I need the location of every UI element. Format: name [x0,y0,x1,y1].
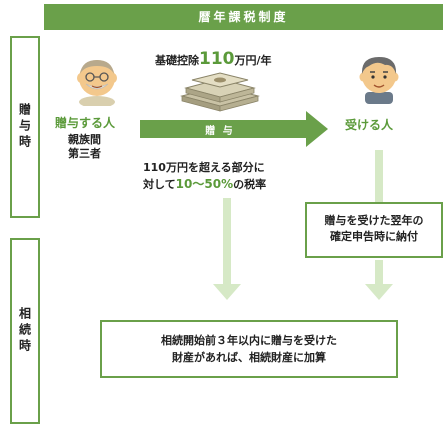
receiver-label: 受ける人 [345,118,394,132]
elderly-person-icon [77,60,117,106]
tax-rate-range: 10～50% [175,177,234,191]
giver-relation-line2: 第三者 [68,147,101,160]
side-label-gift: 贈与時 [10,36,40,218]
tax-rate-prefix: 対して [143,178,176,191]
down-arrow-icon [365,150,393,300]
money-stack-icon [180,72,260,112]
deduction-prefix: 基礎控除 [155,54,199,67]
down-arrow-icon [213,198,241,300]
side-label-inherit-text: 相続時 [17,307,32,355]
payment-timing-line2: 確定申告時に納付 [330,230,418,243]
giver-label: 贈与する人 [55,116,116,130]
payment-timing-line1: 贈与を受けた翌年の [324,214,424,227]
right-arrow-icon [140,111,328,147]
tax-rate-line1: 110万円を超える部分に [143,161,265,174]
tax-rate-suffix: の税率 [233,178,267,191]
tax-rate-note: 110万円を超える部分に 対して10～50%の税率 [143,159,266,193]
header-title: 暦年課税制度 [44,4,443,30]
payment-timing-box: 贈与を受けた翌年の 確定申告時に納付 [305,202,443,258]
giver-relation-line1: 親族間 [68,133,101,146]
basic-deduction: 基礎控除110万円/年 [155,49,272,69]
man-icon [359,57,399,104]
inheritance-addback-line1: 相続開始前３年以内に贈与を受けた [161,334,337,347]
side-label-gift-text: 贈与時 [17,103,32,151]
side-label-inherit: 相続時 [10,238,40,424]
inheritance-addback-box: 相続開始前３年以内に贈与を受けた 財産があれば、相続財産に加算 [100,320,398,378]
giver-relation: 親族間 第三者 [68,133,101,161]
inheritance-addback-line2: 財産があれば、相続財産に加算 [172,351,326,364]
deduction-suffix: 万円/年 [234,54,272,67]
deduction-amount: 110 [199,49,235,69]
gift-arrow-label: 贈 与 [205,126,235,137]
tax-rate-line2: 対して10～50%の税率 [143,176,266,193]
